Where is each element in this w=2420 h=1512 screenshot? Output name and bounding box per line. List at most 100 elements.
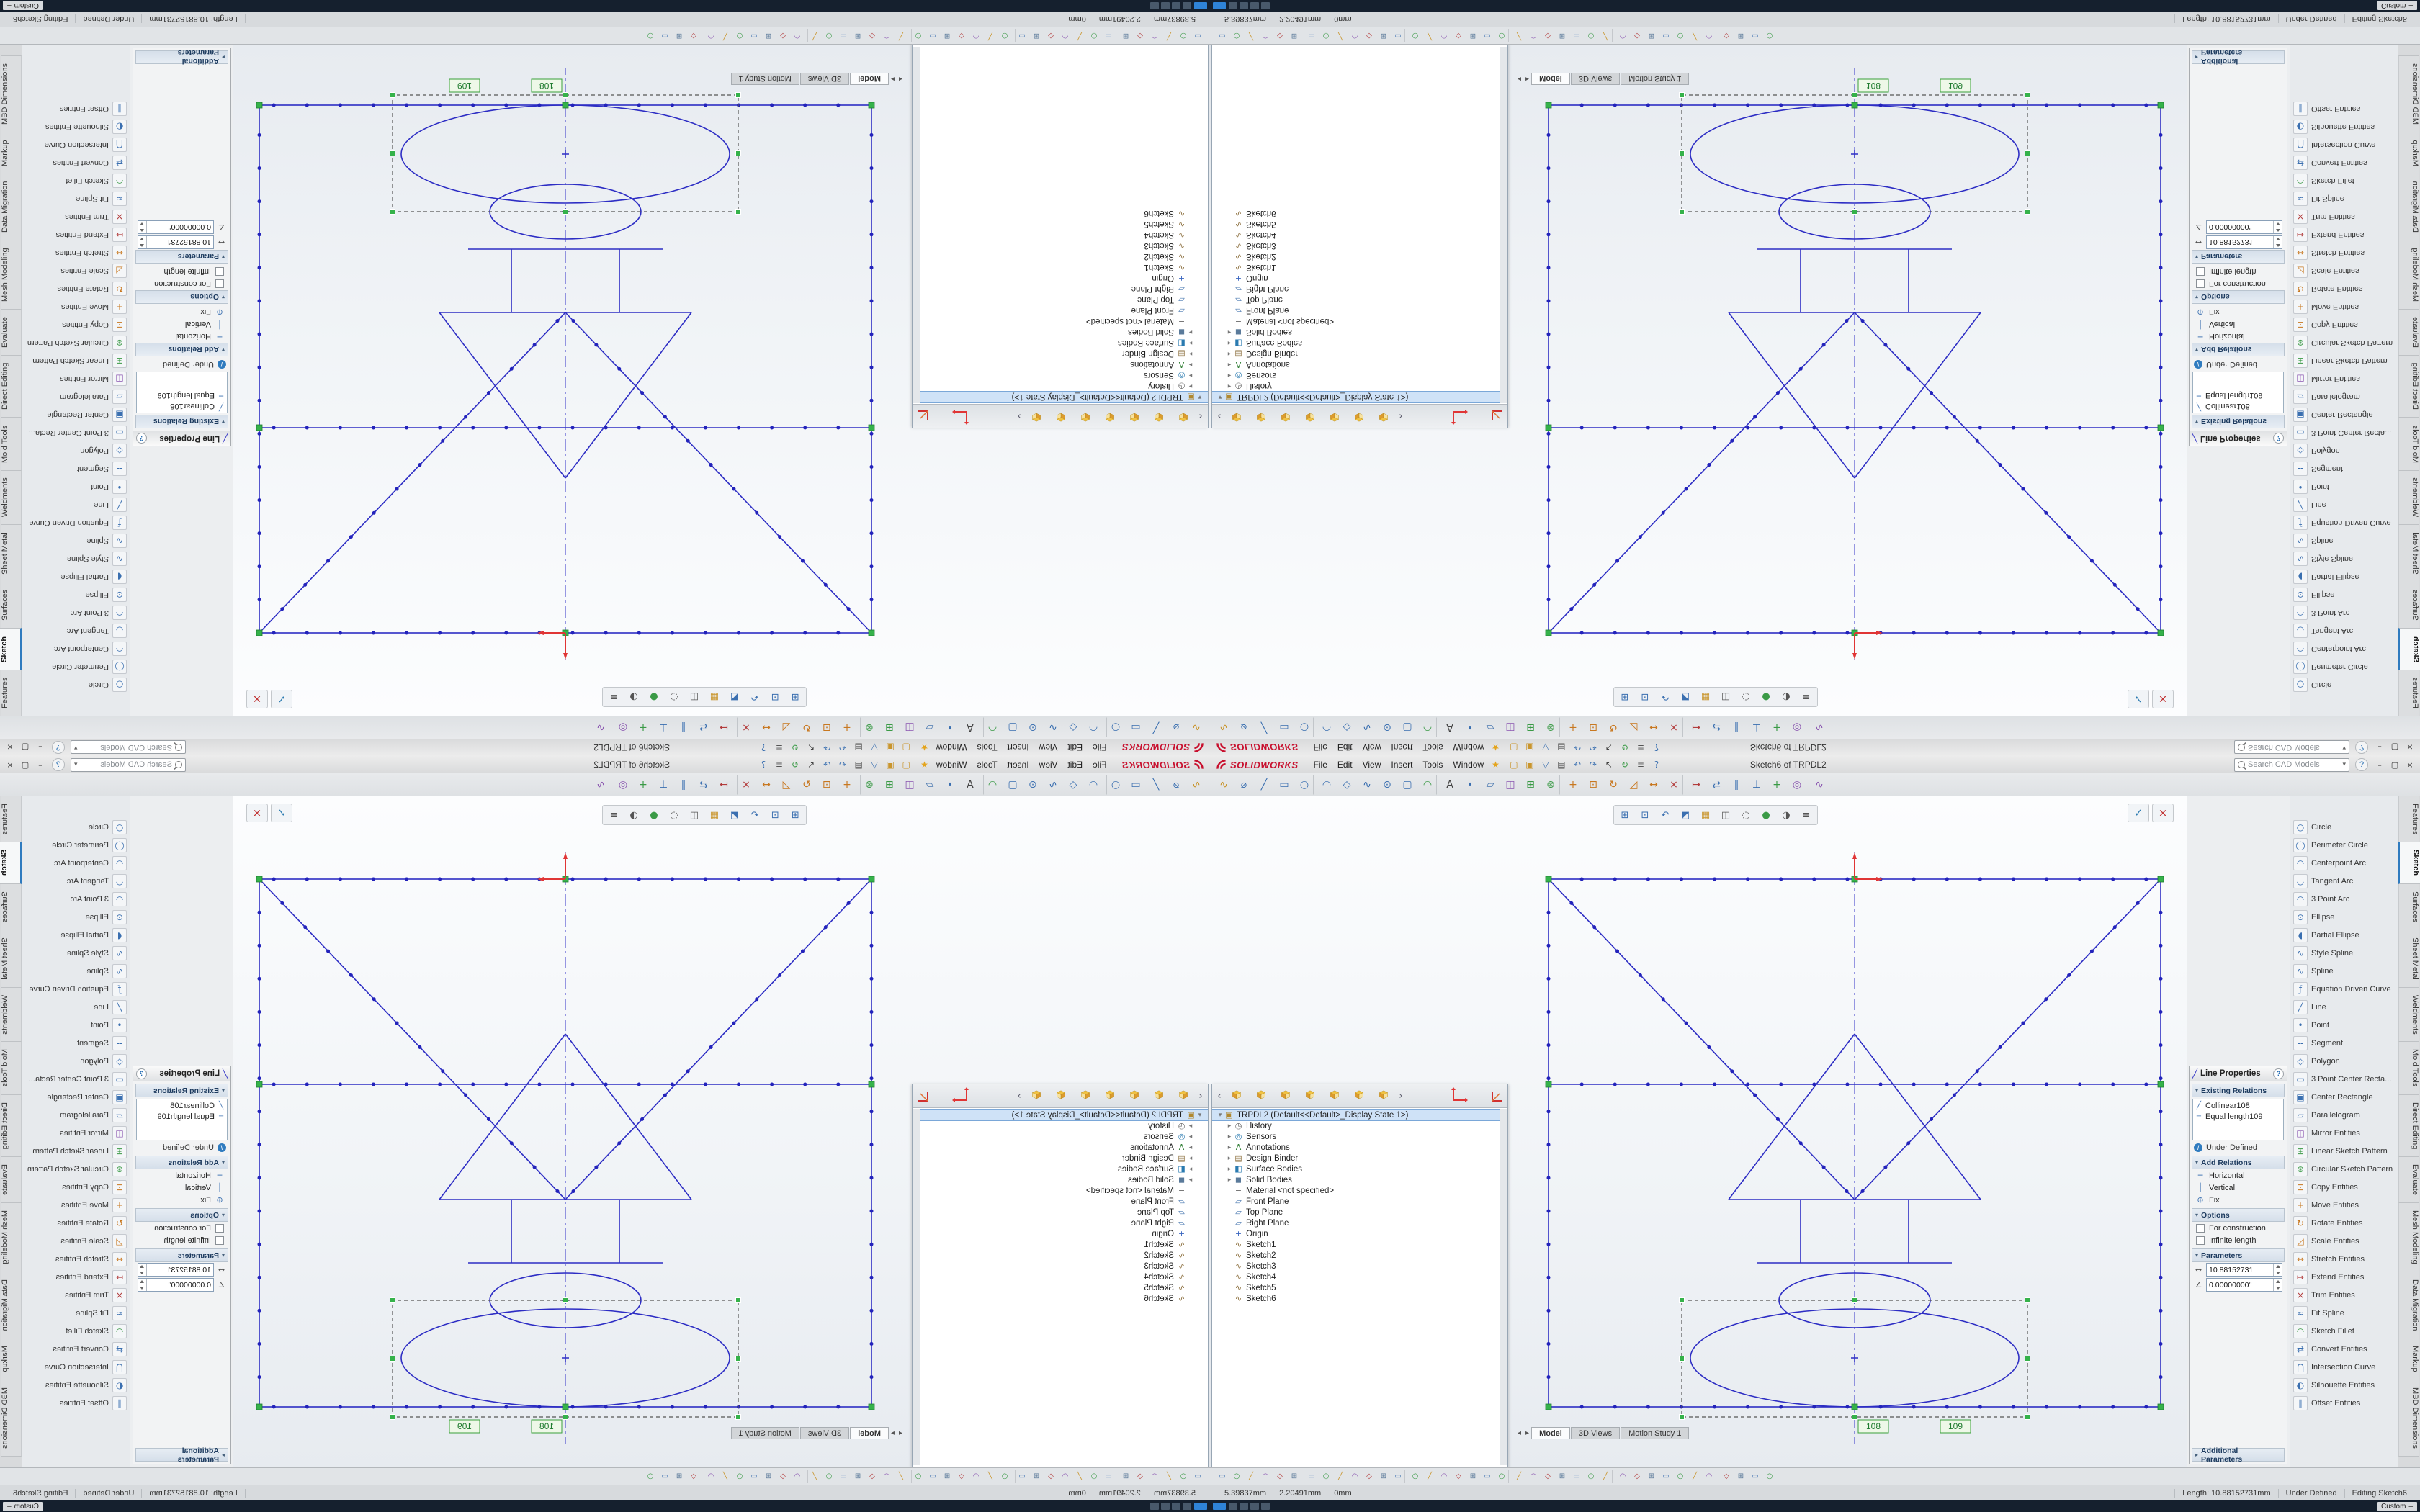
toolbar-button[interactable]: ○ xyxy=(1106,774,1125,795)
toolbar-button[interactable]: ◠ xyxy=(1616,1470,1629,1483)
palette-tool[interactable]: ◯ Perimeter Circle xyxy=(2290,658,2398,676)
toolbar-button[interactable]: ▢ xyxy=(1003,718,1022,738)
toolbar-button[interactable]: ╱ xyxy=(1162,30,1175,42)
start-button[interactable] xyxy=(1194,2,1207,9)
palette-tool[interactable]: ⊡ Copy Entities xyxy=(2290,1178,2398,1196)
toolbar-button[interactable]: × xyxy=(737,717,756,738)
palette-tool[interactable]: ▭ 3 Point Center Recta... xyxy=(22,1070,130,1088)
toolbar-button[interactable]: ↷ xyxy=(820,758,834,771)
checkbox-icon[interactable] xyxy=(215,267,224,276)
palette-tool[interactable]: ≈ Fit Spline xyxy=(2290,190,2398,208)
palette-tool[interactable]: ◐ Silhouette Entities xyxy=(2290,1376,2398,1394)
confirmation-button[interactable]: × xyxy=(246,804,268,822)
view-cube-button[interactable] xyxy=(1098,407,1121,426)
toolbar-button[interactable]: ○ xyxy=(1177,1470,1190,1483)
expand-arrow-icon[interactable]: ▸ xyxy=(1227,328,1232,336)
checkbox-icon[interactable] xyxy=(215,1223,224,1233)
toolbar-button[interactable]: ○ xyxy=(644,1470,657,1483)
favorites-star-icon[interactable]: ★ xyxy=(920,742,928,752)
palette-tool[interactable]: ◡ Tangent Arc xyxy=(2290,872,2398,890)
toolbar-button[interactable]: ╱ xyxy=(984,1470,997,1483)
toolbar-button[interactable]: ▭ xyxy=(1191,1470,1204,1483)
help-icon[interactable]: ? xyxy=(2273,433,2284,444)
palette-tool[interactable]: ≈ Fit Spline xyxy=(22,1304,130,1322)
toolbar-button[interactable]: ╱ xyxy=(1147,775,1165,795)
relation-tag-109[interactable]: 109 xyxy=(457,1421,472,1431)
toolbar-button[interactable]: ⊞ xyxy=(1645,1470,1658,1483)
toolbar-button[interactable]: ○ xyxy=(1177,30,1190,42)
toolbar-button[interactable]: ▭ xyxy=(926,30,939,42)
toolbar-button[interactable]: ╱ xyxy=(1512,30,1525,42)
toolbar-button[interactable]: ▣ xyxy=(883,741,897,754)
view-toolbar-button[interactable]: ◑ xyxy=(624,807,643,823)
relation-tag-108[interactable]: 108 xyxy=(539,81,554,91)
tree-item[interactable]: ▱ Right Plane xyxy=(913,284,1208,294)
palette-tool[interactable]: ∿ Style Spline xyxy=(2290,944,2398,962)
view-toolbar-button[interactable]: ↶ xyxy=(1656,689,1675,705)
favorites-star-icon[interactable]: ★ xyxy=(1492,742,1500,752)
palette-tool[interactable]: ◠ Sketch Fillet xyxy=(2290,1322,2398,1340)
document-tab[interactable]: Model xyxy=(850,1426,889,1439)
palette-tool[interactable]: ↔ Stretch Entities xyxy=(2290,1250,2398,1268)
toolbar-button[interactable]: ⊛ xyxy=(1541,774,1560,795)
tree-item[interactable]: ∿ Sketch3 xyxy=(913,240,1208,251)
toolbar-button[interactable]: ╱ xyxy=(984,30,997,42)
add-relation-button[interactable]: ⊕Fix xyxy=(2192,1194,2285,1206)
spinner-control[interactable] xyxy=(2273,236,2282,248)
toolbar-button[interactable]: ↻ xyxy=(1604,718,1623,738)
commandmanager-tab[interactable]: Sheet Metal xyxy=(2398,930,2419,988)
toolbar-button[interactable]: ╱ xyxy=(1147,718,1165,738)
toolbar-button[interactable]: ▭ xyxy=(1481,30,1494,42)
toolbar-button[interactable]: ○ xyxy=(1585,1470,1597,1483)
menu-item[interactable]: Window xyxy=(1453,742,1484,752)
commandmanager-tab[interactable]: Sheet Metal xyxy=(1,930,22,988)
vertex-markers[interactable] xyxy=(1545,876,2164,1410)
menu-item[interactable]: Tools xyxy=(1422,760,1443,770)
commandmanager-tab[interactable]: Features xyxy=(2398,796,2419,843)
view-cube-button[interactable] xyxy=(1299,1086,1322,1105)
toolbar-button[interactable]: ○ xyxy=(644,30,657,42)
tree-item[interactable]: ▱ Front Plane xyxy=(1212,305,1507,316)
view-toolbar-button[interactable]: ◑ xyxy=(1777,689,1796,705)
expand-arrow-icon[interactable]: ▸ xyxy=(1188,1176,1193,1184)
toolbar-button[interactable]: ╱ xyxy=(719,1470,732,1483)
palette-tool[interactable]: ⇄ Convert Entities xyxy=(2290,154,2398,172)
toolbar-button[interactable]: ╱ xyxy=(1255,718,1273,738)
view-cube-button[interactable] xyxy=(1323,1086,1346,1105)
toolbar-button[interactable]: + xyxy=(1564,718,1582,738)
toolbar-button[interactable]: ⊞ xyxy=(1119,1470,1132,1483)
toolbar-button[interactable]: ◠ xyxy=(1348,1470,1361,1483)
palette-tool[interactable]: ▱ Parallelogram xyxy=(22,1106,130,1124)
toolbar-button[interactable]: ↻ xyxy=(1618,741,1632,754)
palette-tool[interactable]: • Point xyxy=(2290,1016,2398,1034)
view-toolbar-button[interactable]: ◌ xyxy=(1736,689,1755,705)
vertex-markers[interactable] xyxy=(256,876,875,1410)
palette-tool[interactable]: ⊛ Circular Sketch Pattern xyxy=(2290,1160,2398,1178)
toolbar-button[interactable]: ◇ xyxy=(955,30,968,42)
toolbar-button[interactable]: ∿ xyxy=(1214,775,1233,795)
toolbar-button[interactable]: ○ xyxy=(998,30,1011,42)
toolbar-button[interactable]: ? xyxy=(1649,758,1664,771)
palette-tool[interactable]: ╍ Segment xyxy=(22,460,130,478)
view-toolbar-button[interactable]: ● xyxy=(1757,807,1775,823)
view-toolbar-button[interactable]: ▦ xyxy=(1696,689,1715,705)
checkbox-icon[interactable] xyxy=(215,279,224,289)
taskbar-apps[interactable] xyxy=(1229,1503,1270,1510)
toolbar-button[interactable]: ⊞ xyxy=(1466,30,1479,42)
view-toolbar-button[interactable]: ◌ xyxy=(665,689,684,705)
toolbar-button[interactable]: ⌀ xyxy=(1234,775,1253,795)
toolbar-button[interactable]: ▣ xyxy=(1523,758,1537,771)
toolbar-button[interactable]: ▢ xyxy=(1507,758,1521,771)
toolbar-button[interactable]: ▱ xyxy=(1481,775,1500,795)
menu-item[interactable]: Insert xyxy=(1391,742,1413,752)
palette-tool[interactable]: ◠ 3 Point Arc xyxy=(2290,890,2398,908)
existing-relations-list[interactable]: ╱Collinear108=Equal length109 xyxy=(136,1099,228,1140)
palette-tool[interactable]: ◖ Partial Ellipse xyxy=(2290,568,2398,586)
toolbar-button[interactable]: ◠ xyxy=(791,30,804,42)
menu-item[interactable]: Window xyxy=(936,760,967,770)
toolbar-button[interactable]: ◠ xyxy=(1527,30,1540,42)
toolbar-button[interactable]: × xyxy=(1664,717,1683,738)
expand-arrow-icon[interactable]: ▸ xyxy=(1188,1143,1193,1151)
toolbar-button[interactable]: ⊡ xyxy=(817,718,836,738)
palette-tool[interactable]: ▱ Parallelogram xyxy=(2290,388,2398,406)
